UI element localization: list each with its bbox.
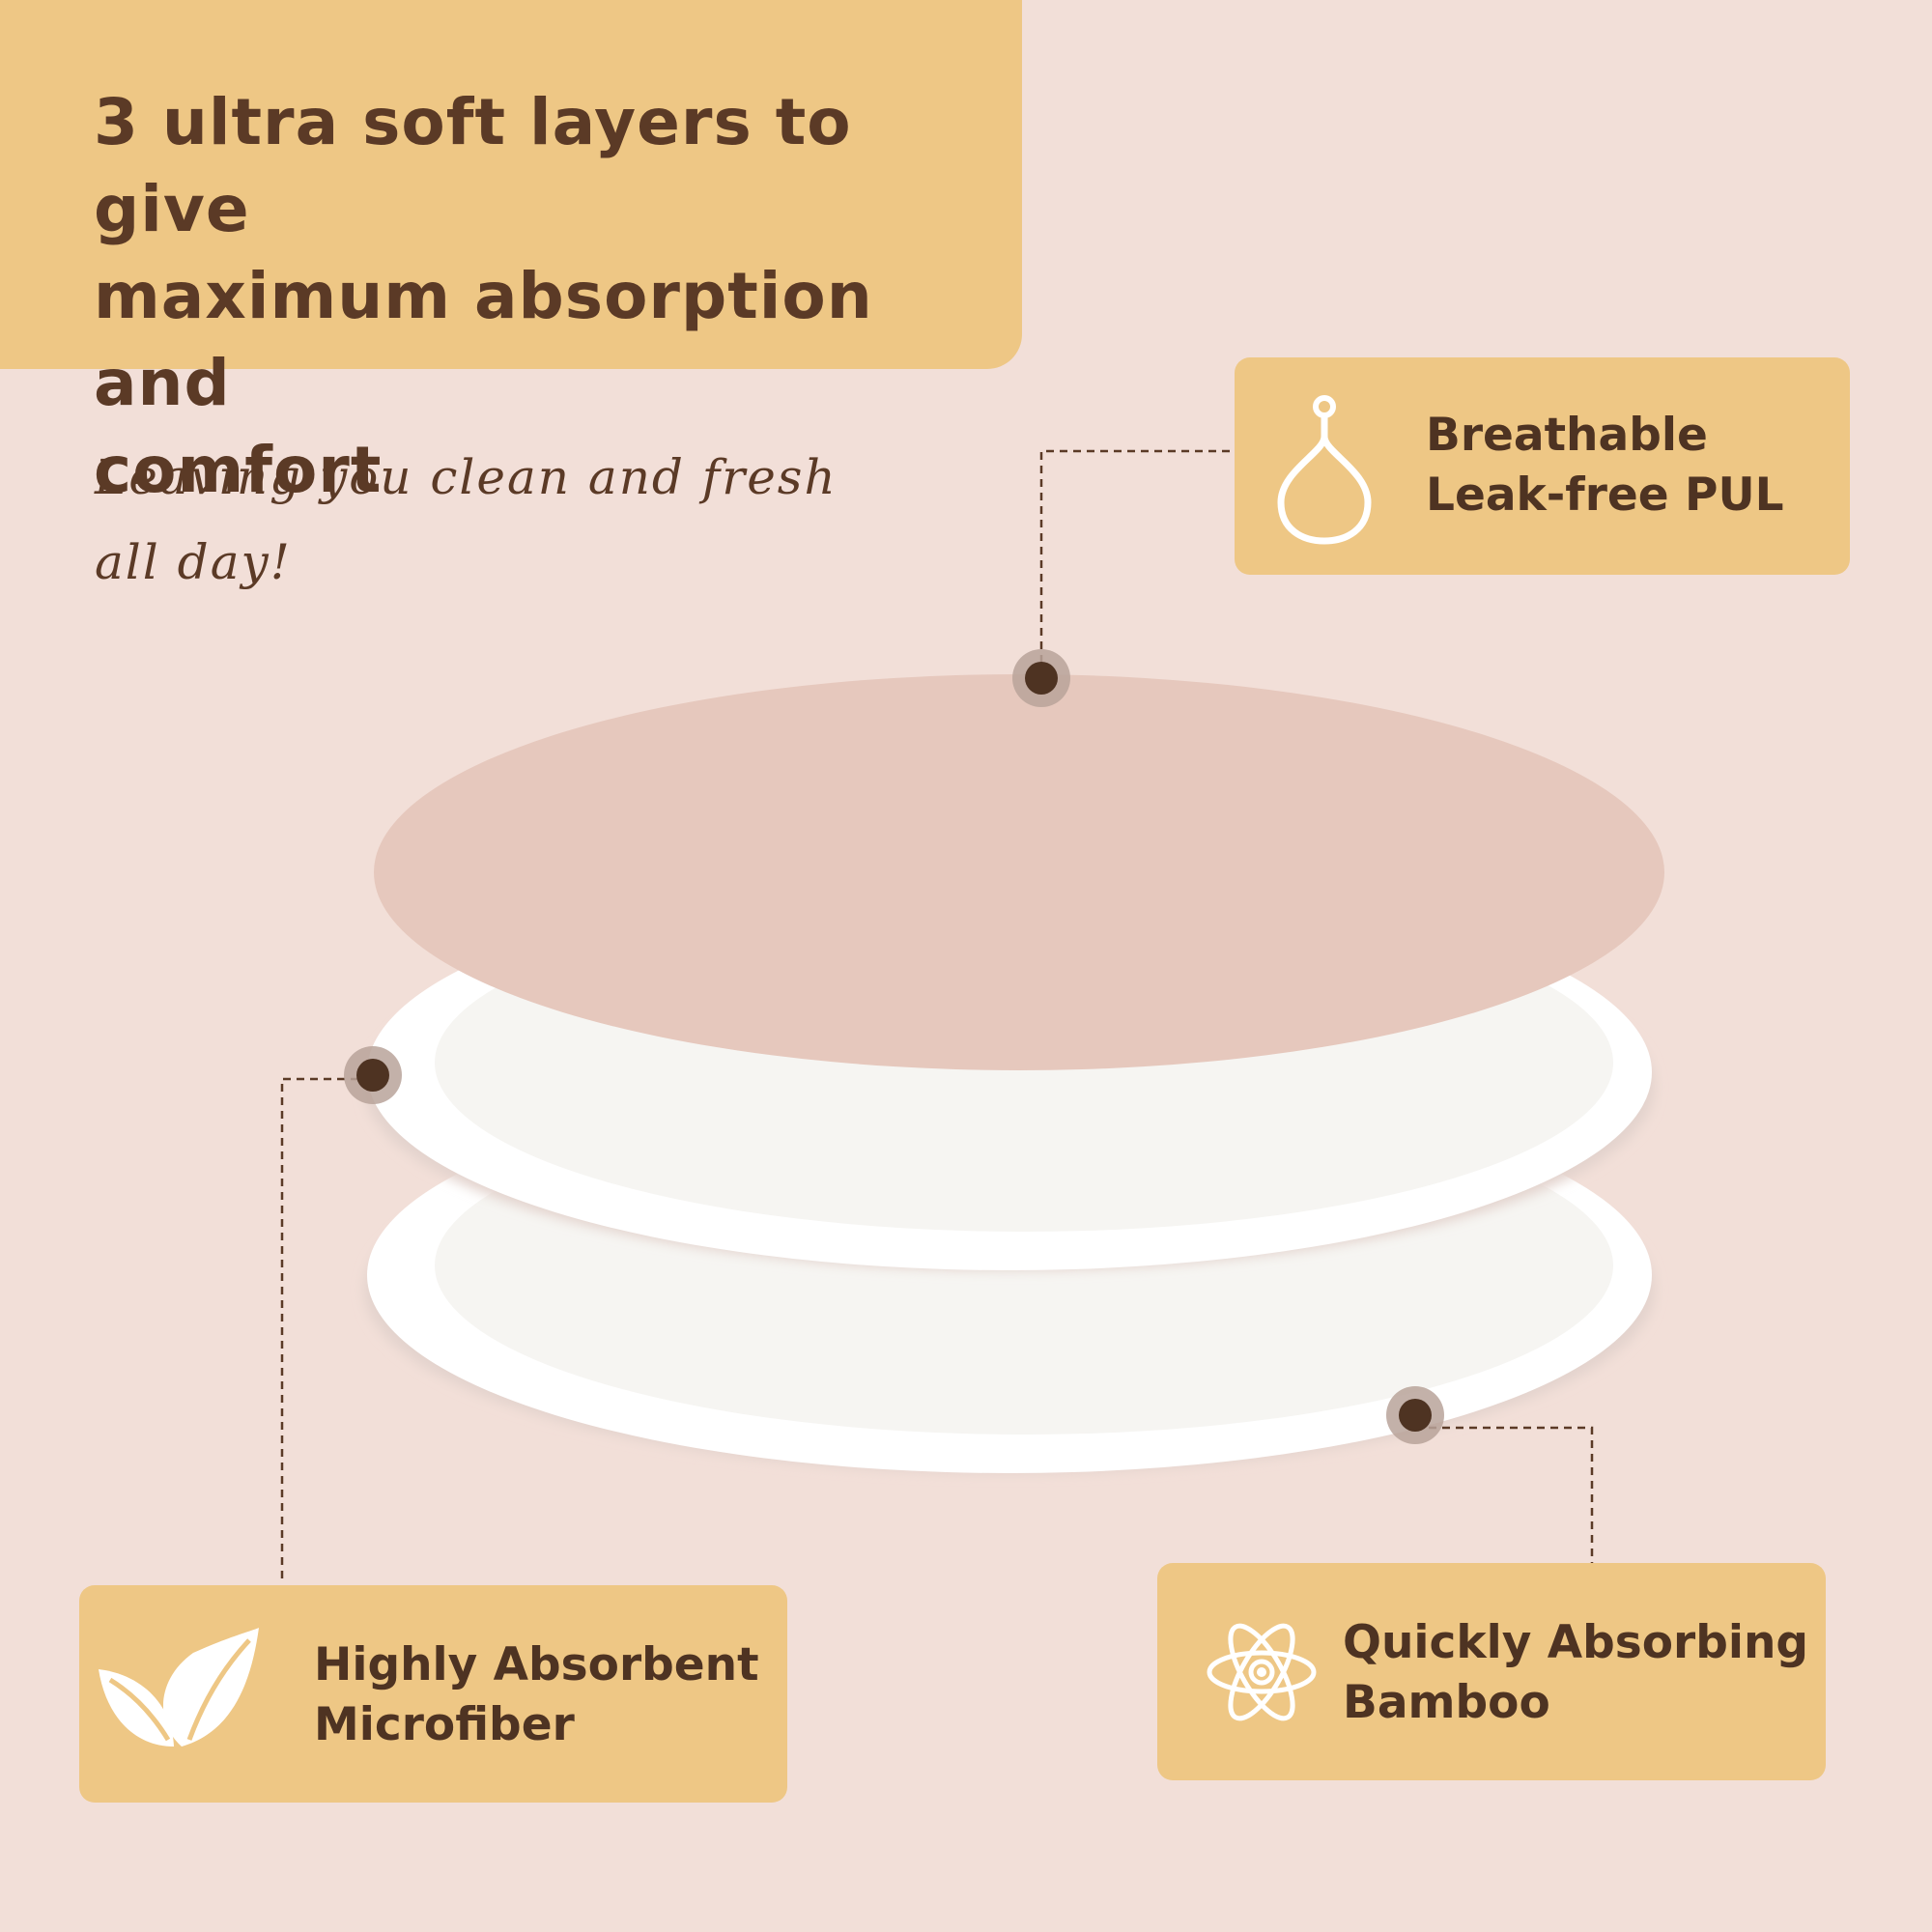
headline-line-1: 3 ultra soft layers to give (94, 85, 852, 246)
marker-dot-microfiber (344, 1046, 402, 1104)
tagline-line-2: all day! (95, 534, 292, 590)
feature-label-microfiber: Highly Absorbent Microfiber (314, 1635, 759, 1755)
headline-banner: 3 ultra soft layers to give maximum abso… (0, 0, 1022, 507)
headline: 3 ultra soft layers to give maximum abso… (94, 79, 1002, 514)
marker-dot-pul (1012, 649, 1070, 707)
feature-microfiber-line-1: Highly Absorbent (314, 1638, 759, 1691)
feature-bamboo-line-2: Bamboo (1343, 1676, 1550, 1729)
feature-pul-line-2: Leak-free PUL (1426, 469, 1784, 522)
tagline-line-1: Leaving you clean and fresh (95, 449, 838, 505)
connector-bamboo (1415, 1426, 1594, 1565)
leaf-icon (99, 1628, 259, 1747)
feature-box-microfiber: Highly Absorbent Microfiber (79, 1585, 787, 1803)
top-pul-layer (374, 674, 1664, 1070)
connector-microfiber (280, 1077, 372, 1579)
tagline: Leaving you clean and fresh all day! (95, 435, 964, 605)
headline-line-3: comfort (94, 433, 383, 507)
water-drop-icon (1277, 395, 1372, 545)
feature-box-bamboo: Quickly Absorbing Bamboo (1157, 1563, 1826, 1780)
feature-label-pul: Breathable Leak-free PUL (1426, 406, 1784, 526)
feature-bamboo-line-1: Quickly Absorbing (1343, 1616, 1809, 1669)
feature-box-pul: Breathable Leak-free PUL (1235, 357, 1850, 575)
connector-pul (1039, 449, 1235, 676)
feature-label-bamboo: Quickly Absorbing Bamboo (1343, 1613, 1808, 1733)
headline-line-2: maximum absorption and (94, 259, 873, 420)
marker-dot-bamboo (1386, 1386, 1444, 1444)
feature-pul-line-1: Breathable (1426, 409, 1708, 462)
feature-microfiber-line-2: Microfiber (314, 1698, 575, 1751)
atom-icon (1207, 1623, 1317, 1721)
